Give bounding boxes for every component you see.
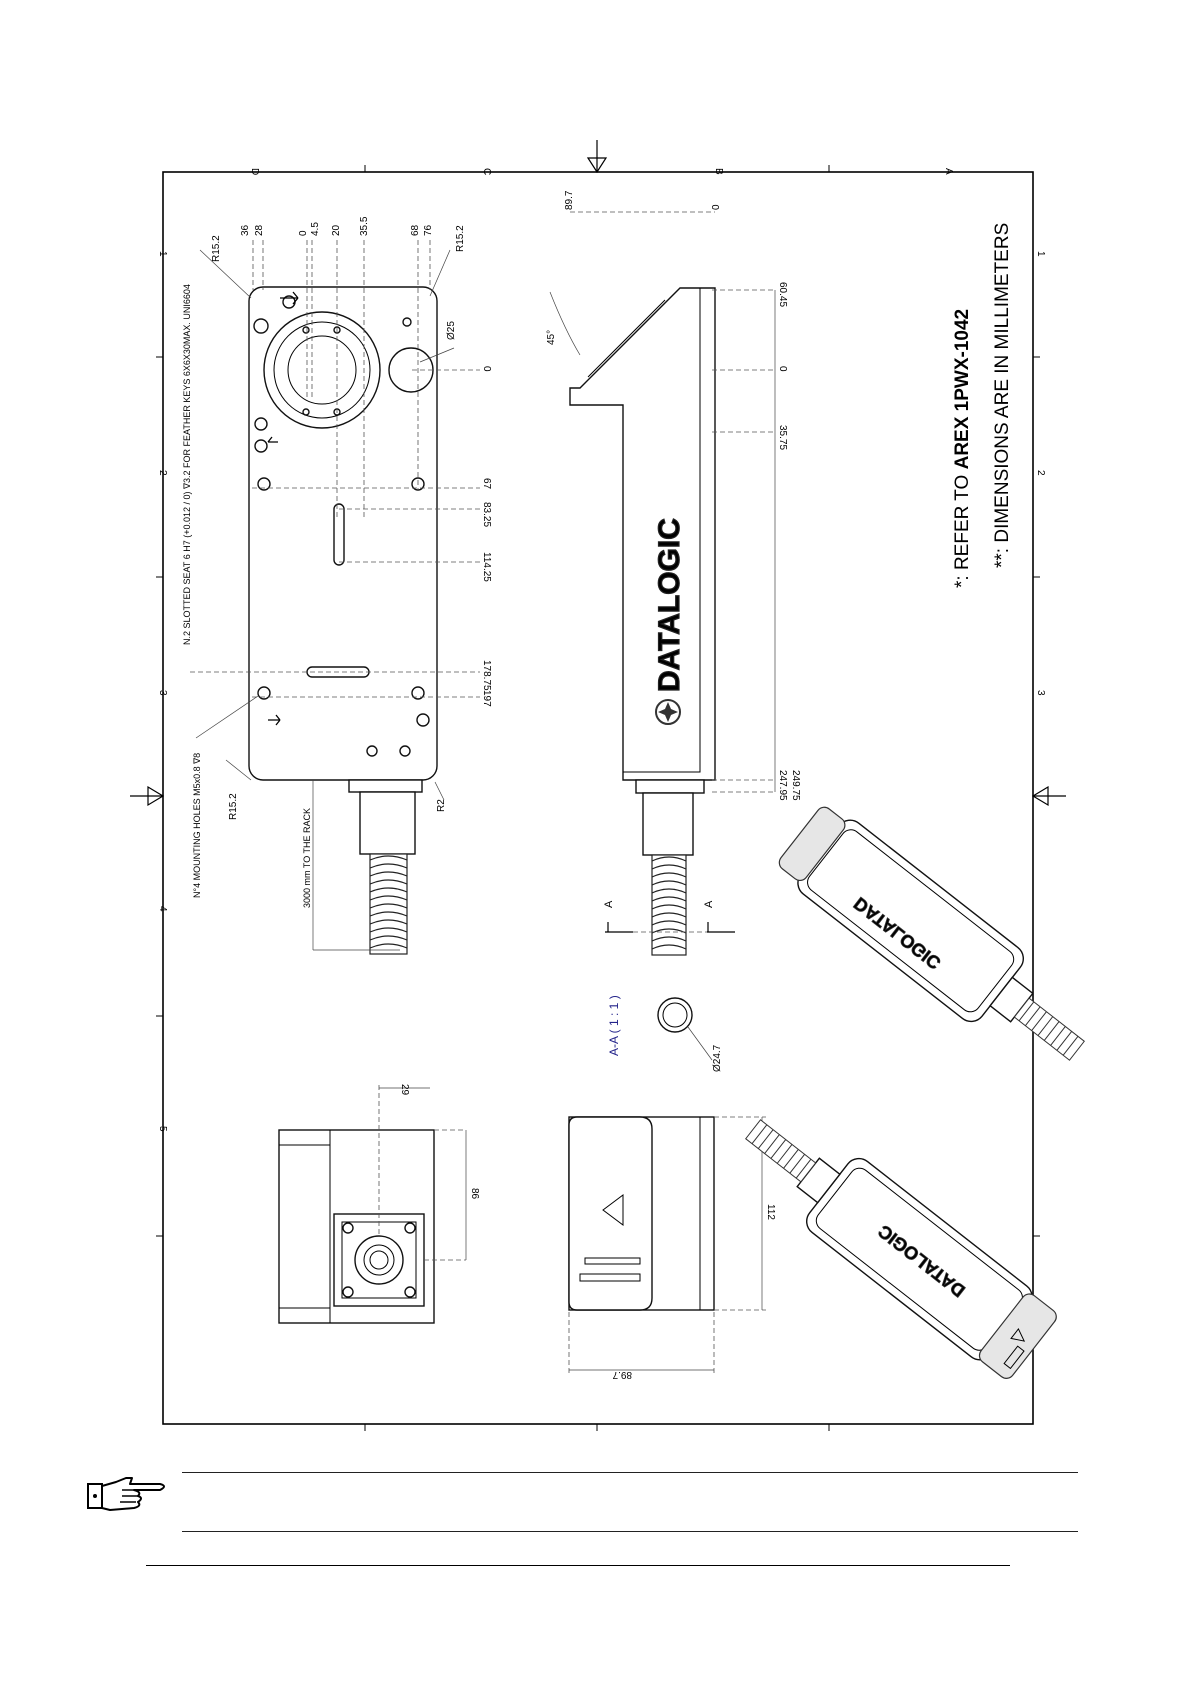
end-dim-29: 29 [399, 1084, 410, 1096]
side-dim-60-45: 60.45 [777, 282, 788, 307]
dim-76: 76 [423, 224, 434, 236]
front-view-triangle [602, 1194, 624, 1226]
side-dim-247-95: 247.95 [777, 770, 788, 801]
cable-note: 3000 mm TO THE RACK [302, 808, 312, 908]
note-rule-top [182, 1472, 1078, 1473]
datalogic-logo: DATALOGIC [652, 518, 687, 725]
slotted-seat-note: N.2 SLOTTED SEAT 6 H7 (+0.012 / 0) ∇3.2 … [182, 284, 192, 645]
side-dim-35-75: 35.75 [777, 425, 788, 450]
row-number-1-right: 1 [1035, 251, 1046, 257]
angle-45: 45° [546, 330, 557, 345]
column-letter-b: B [713, 168, 724, 175]
radius-top-left: R15.2 [211, 235, 222, 262]
footer-rule [146, 1565, 1010, 1566]
side-dim-178-75: 178.75 [481, 660, 492, 691]
mounting-holes [253, 295, 430, 757]
section-marker-left: A [603, 900, 615, 908]
top-view-connector [359, 791, 416, 855]
radius-bottom-left: R15.2 [228, 793, 239, 820]
centering-arrows [130, 140, 1066, 807]
top-view-window-inner [287, 335, 357, 405]
section-view: A-A ( 1 : 1 ) Ø24.7 [607, 995, 723, 1072]
top-view: 36 28 0 4.5 20 35.5 68 76 R15.2 R15.2 R1… [182, 216, 492, 955]
refer-note: *: REFER TO AREX 1PWX-1042 [952, 309, 973, 588]
top-view-aperture [388, 347, 434, 393]
section-marker-right: A [703, 900, 715, 908]
row-number-3-right: 3 [1035, 690, 1046, 696]
row-number-4: 4 [157, 906, 168, 912]
dim-68: 68 [410, 224, 421, 236]
hole-diameter: Ø25 [446, 321, 457, 340]
end-view: 29 86 [278, 1084, 480, 1324]
isometric-view-2: DATALOGIC [745, 1119, 1057, 1379]
pointing-hand-icon [87, 1477, 165, 1511]
refer-prefix: *: REFER TO [952, 469, 973, 588]
side-view-cable [651, 854, 687, 956]
front-dim-112: 112 [765, 1204, 776, 1220]
refer-part: AREX 1PWX-1042 [952, 309, 973, 470]
row-number-3: 3 [157, 690, 168, 696]
side-dim-114-25: 114.25 [481, 552, 492, 582]
top-view-window-outer [263, 311, 381, 429]
row-number-2-right: 2 [1035, 470, 1046, 476]
end-dim-86: 86 [469, 1188, 480, 1200]
notes-block: *: REFER TO AREX 1PWX-1042 **: DIMENSION… [952, 223, 1013, 588]
top-view-window-ring [273, 321, 371, 419]
side-dim-89-7: 89.7 [564, 190, 575, 210]
front-view: 112 89.7 [568, 1116, 776, 1380]
side-dim-83-25: 83.25 [481, 502, 492, 527]
feather-key-slot-1 [333, 503, 345, 566]
side-view: DATALOGIC 89.7 0 45° 60.45 0 35.75 247.9… [546, 190, 801, 956]
note-rule-bottom [182, 1531, 1078, 1532]
row-number-5: 5 [157, 1126, 168, 1132]
mounting-holes-note: N°4 MOUNTING HOLES M5x0.8 ∇8 [192, 753, 202, 898]
dim-0: 0 [298, 230, 309, 236]
top-view-cable [369, 853, 408, 955]
side-dim-249-75: 249.75 [790, 770, 801, 801]
section-a-markers [605, 922, 735, 933]
section-title: A-A ( 1 : 1 ) [607, 995, 621, 1056]
side-dim-zero: 0 [777, 366, 788, 372]
units-note: **: DIMENSIONS ARE IN MILLIMETERS [992, 223, 1013, 568]
row-number-1: 1 [157, 251, 168, 257]
brand-logo-text: DATALOGIC [653, 518, 686, 692]
drawing-frame [162, 171, 1034, 1425]
side-view-body [569, 287, 716, 781]
column-letter-a: A [943, 168, 954, 175]
dim-28: 28 [254, 224, 265, 236]
row-number-2: 2 [157, 470, 168, 476]
radius-top-right: R15.2 [455, 225, 466, 252]
side-view-connector [642, 792, 694, 856]
side-dim-top-0: 0 [711, 204, 722, 210]
section-diameter: Ø24.7 [712, 1044, 723, 1072]
side-dim-0: 0 [481, 366, 492, 372]
top-view-neck [348, 779, 423, 793]
dim-20: 20 [331, 224, 342, 236]
side-dim-197: 197 [481, 690, 492, 707]
column-letter-d: D [249, 168, 260, 175]
front-dim-89-7: 89.7 [612, 1369, 632, 1380]
radius-bottom-right: R2 [436, 799, 447, 812]
dim-36: 36 [240, 224, 251, 236]
isometric-view-1: DATALOGIC [778, 806, 1085, 1061]
section-inner-ring [662, 1002, 688, 1028]
dim-35-5: 35.5 [359, 216, 370, 236]
column-letter-c: C [481, 168, 492, 175]
side-view-neck [635, 779, 705, 794]
dim-4-5: 4.5 [310, 222, 321, 236]
side-dim-67: 67 [481, 478, 492, 490]
